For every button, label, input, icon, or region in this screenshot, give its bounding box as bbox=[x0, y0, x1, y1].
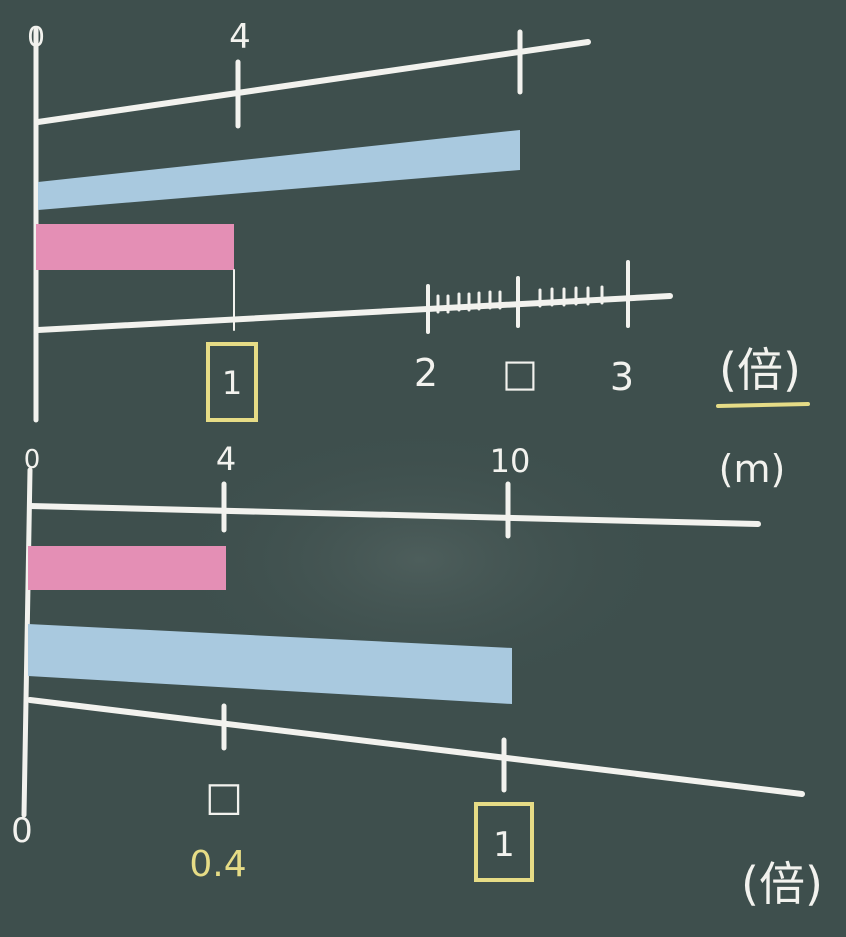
top-label-four: 4 bbox=[229, 17, 251, 57]
top-label-zero: 0 bbox=[27, 20, 45, 53]
top-label-blank-box: □ bbox=[502, 351, 538, 395]
bottom-label-blank-box: □ bbox=[205, 774, 243, 820]
top-label-three: 3 bbox=[610, 355, 634, 399]
bottom-upper-number-line bbox=[27, 503, 761, 527]
bottom-pink-bar bbox=[28, 546, 226, 590]
bottom-label-zero: 0 bbox=[11, 811, 33, 851]
bottom-yellow-box bbox=[474, 802, 534, 882]
bottom-lower-number-line bbox=[27, 697, 805, 797]
bottom-label-value: 0.4 bbox=[189, 844, 246, 885]
bottom-label-one-boxed: 1 bbox=[493, 825, 515, 865]
bottom-left-axis bbox=[21, 467, 33, 818]
board-glare bbox=[160, 420, 680, 700]
top-pink-bar bbox=[36, 224, 234, 270]
top-upper-number-line bbox=[35, 39, 591, 125]
bottom-label-four: 4 bbox=[216, 440, 236, 478]
bottom-unit-m: (m) bbox=[719, 447, 786, 491]
top-unit-underline bbox=[716, 402, 810, 408]
top-blue-bar bbox=[38, 130, 520, 210]
top-yellow-box bbox=[206, 342, 258, 422]
top-label-two: 2 bbox=[414, 351, 438, 395]
top-label-one-boxed: 1 bbox=[222, 364, 242, 402]
bottom-blue-bar bbox=[28, 624, 512, 704]
top-diagram: 0 4 2 □ 3 bbox=[27, 17, 810, 423]
bottom-label-zero-top: 0 bbox=[24, 445, 41, 475]
bottom-unit-label: (倍) bbox=[741, 857, 823, 911]
bottom-label-ten: 10 bbox=[490, 442, 531, 480]
top-unit-label: (倍) bbox=[719, 343, 801, 397]
bottom-diagram: 0 4 10 (m) 0 □ 0.4 1 (倍) bbox=[11, 440, 823, 911]
top-fine-ticks bbox=[426, 260, 630, 334]
